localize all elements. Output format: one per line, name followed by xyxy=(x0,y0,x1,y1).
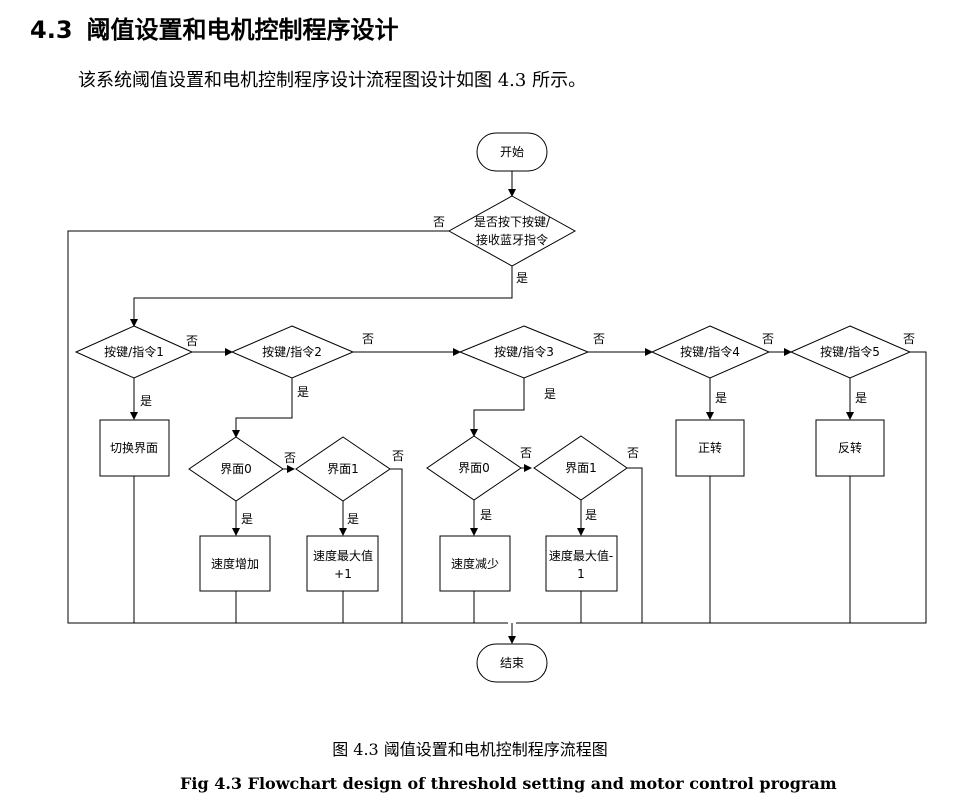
start-label: 开始 xyxy=(500,145,524,159)
main-decision-label-2: 接收蓝牙指令 xyxy=(476,232,548,247)
interface0-b-label: 界面0 xyxy=(458,461,490,475)
process-reverse xyxy=(815,419,885,477)
no-label-cmd5: 否 xyxy=(903,332,915,346)
yes-label-cmd1: 是 xyxy=(140,394,152,408)
intro-paragraph: 该系统阈值设置和电机控制程序设计流程图设计如图 4.3 所示。 xyxy=(78,70,587,91)
connector xyxy=(232,378,293,438)
section-number: 4.3 xyxy=(30,16,73,44)
connector xyxy=(390,468,403,623)
speed-down-label: 速度减少 xyxy=(451,556,499,571)
yes-label-iface1-b: 是 xyxy=(585,508,597,522)
cmd1-label: 按键/指令1 xyxy=(104,344,164,359)
max-plus-label-2: +1 xyxy=(334,567,352,581)
main-decision-label-1: 是否按下按键/ xyxy=(474,215,551,229)
yes-label-cmd2: 是 xyxy=(297,385,309,399)
interface1-b-label: 界面1 xyxy=(565,461,597,475)
decision-interface0-a xyxy=(188,436,284,502)
switch-ui-label: 切换界面 xyxy=(110,441,158,455)
process-switch-ui xyxy=(99,419,170,477)
cmd5-label: 按键/指令5 xyxy=(820,344,880,359)
process-speed-down xyxy=(439,535,511,592)
cmd4-label: 按键/指令4 xyxy=(680,344,740,359)
decision-interface1-b xyxy=(533,435,628,501)
connector xyxy=(627,467,643,623)
cmd3-label: 按键/指令3 xyxy=(494,344,554,359)
connector xyxy=(516,351,927,624)
max-minus-label-2: 1 xyxy=(577,567,585,581)
max-minus-label-1: 速度最大值- xyxy=(549,548,613,563)
yes-label-iface1-a: 是 xyxy=(347,512,359,526)
yes-label-main: 是 xyxy=(516,271,528,285)
connector xyxy=(130,266,513,327)
decision-interface0-b xyxy=(426,435,522,501)
decision-cmd1 xyxy=(74,325,194,379)
no-label-main: 否 xyxy=(433,215,445,229)
decision-cmd5 xyxy=(789,325,912,379)
process-max-minus xyxy=(545,535,618,592)
start-terminator xyxy=(476,132,548,172)
yes-label-iface0-b: 是 xyxy=(480,508,492,522)
process-forward xyxy=(675,419,745,477)
main-decision xyxy=(447,195,577,267)
reverse-label: 反转 xyxy=(838,440,862,455)
yes-label-cmd3: 是 xyxy=(544,387,556,401)
decision-interface1-a xyxy=(295,436,391,502)
section-heading: 4.3 阈值设置和电机控制程序设计 xyxy=(30,10,399,45)
figure-caption-english: Fig 4.3 Flowchart design of threshold se… xyxy=(180,774,837,793)
cmd2-label: 按键/指令2 xyxy=(262,344,322,359)
yes-label-cmd4: 是 xyxy=(715,391,727,405)
yes-label-cmd5: 是 xyxy=(855,391,867,405)
end-terminator xyxy=(476,643,548,683)
decision-cmd3 xyxy=(458,325,590,379)
connector xyxy=(67,230,508,624)
no-label-iface0-b: 否 xyxy=(520,446,532,460)
interface0-a-label: 界面0 xyxy=(220,462,252,476)
yes-label-iface0-a: 是 xyxy=(241,512,253,526)
section-title: 阈值设置和电机控制程序设计 xyxy=(86,16,399,44)
process-max-plus xyxy=(306,535,379,592)
max-plus-label-1: 速度最大值 xyxy=(313,548,373,563)
connector xyxy=(470,378,525,437)
forward-label: 正转 xyxy=(698,440,722,455)
no-label-cmd3: 否 xyxy=(593,332,605,346)
no-label-cmd4: 否 xyxy=(762,332,774,346)
no-label-iface1-b: 否 xyxy=(627,446,639,460)
figure-caption: 图 4.3 阈值设置和电机控制程序流程图 xyxy=(332,740,608,759)
speed-up-label: 速度增加 xyxy=(211,556,259,571)
decision-cmd2 xyxy=(230,325,355,379)
no-label-iface0-a: 否 xyxy=(284,451,296,465)
no-label-iface1-a: 否 xyxy=(392,449,404,463)
process-speed-up xyxy=(199,535,271,592)
interface1-a-label: 界面1 xyxy=(327,462,359,476)
no-label-cmd1: 否 xyxy=(186,334,198,348)
decision-cmd4 xyxy=(650,325,771,379)
end-label: 结束 xyxy=(500,656,524,670)
no-label-cmd2: 否 xyxy=(362,332,374,346)
